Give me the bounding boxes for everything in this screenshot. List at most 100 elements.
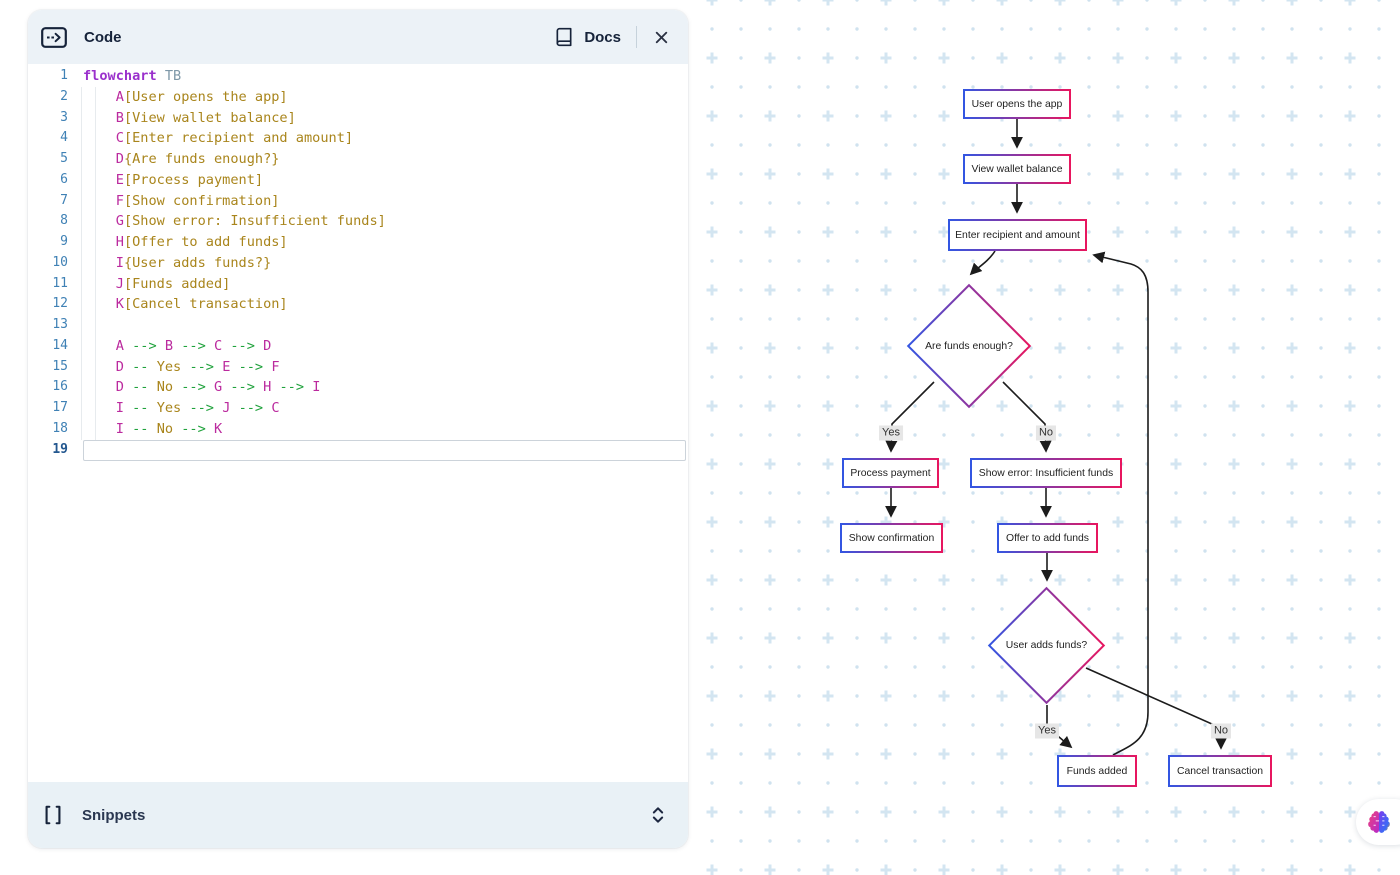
tab-code[interactable]: Code xyxy=(41,27,122,48)
code-text: I -- Yes --> J --> C xyxy=(83,398,688,419)
flow-node-J: Funds added xyxy=(1057,755,1137,787)
flow-node-K-label: Cancel transaction xyxy=(1170,757,1270,785)
tab-code-label: Code xyxy=(84,29,122,46)
editor-lines: 1flowchart TB2 A[User opens the app]3 B[… xyxy=(28,66,688,461)
line-number: 13 xyxy=(28,315,68,336)
code-text: F[Show confirmation] xyxy=(83,191,688,212)
code-text: D -- Yes --> E --> F xyxy=(83,357,688,378)
line-number: 18 xyxy=(28,419,68,440)
line-number: 1 xyxy=(28,66,68,87)
flow-node-B-label: View wallet balance xyxy=(965,156,1069,182)
line-number: 16 xyxy=(28,377,68,398)
code-text: I{User adds funds?} xyxy=(83,253,688,274)
flow-node-D-label: Are funds enough? xyxy=(925,302,1013,390)
code-line[interactable]: 12 K[Cancel transaction] xyxy=(28,294,688,315)
flow-node-A-label: User opens the app xyxy=(965,91,1069,117)
edge-label-D-G: No xyxy=(1036,426,1056,441)
close-icon xyxy=(652,28,671,47)
close-panel-button[interactable] xyxy=(652,28,671,47)
line-number: 14 xyxy=(28,336,68,357)
code-text: D -- No --> G --> H --> I xyxy=(83,377,688,398)
code-text: B[View wallet balance] xyxy=(83,108,688,129)
flow-node-F: Show confirmation xyxy=(840,523,943,553)
flow-node-G: Show error: Insufficient funds xyxy=(970,458,1122,488)
flow-node-I-label: User adds funds? xyxy=(1005,604,1088,687)
flow-node-C: Enter recipient and amount xyxy=(948,219,1087,251)
flow-node-E: Process payment xyxy=(842,458,939,488)
flow-node-G-label: Show error: Insufficient funds xyxy=(972,460,1120,486)
brackets-icon xyxy=(42,804,64,826)
line-number: 6 xyxy=(28,170,68,191)
line-number: 3 xyxy=(28,108,68,129)
line-number: 2 xyxy=(28,87,68,108)
code-line[interactable]: 17 I -- Yes --> J --> C xyxy=(28,398,688,419)
flow-node-H-label: Offer to add funds xyxy=(999,525,1096,551)
flow-node-A: User opens the app xyxy=(963,89,1071,119)
code-text: H[Offer to add funds] xyxy=(83,232,688,253)
line-number: 10 xyxy=(28,253,68,274)
chevrons-up-down-icon[interactable] xyxy=(648,803,668,827)
diagram-canvas[interactable]: User opens the app View wallet balance E… xyxy=(700,0,1400,875)
code-line[interactable]: 7 F[Show confirmation] xyxy=(28,191,688,212)
code-text: J[Funds added] xyxy=(83,274,688,295)
flow-node-K: Cancel transaction xyxy=(1168,755,1272,787)
line-number: 12 xyxy=(28,294,68,315)
flow-node-C-label: Enter recipient and amount xyxy=(950,221,1085,249)
code-line[interactable]: 15 D -- Yes --> E --> F xyxy=(28,357,688,378)
code-text: A[User opens the app] xyxy=(83,87,688,108)
flow-node-B: View wallet balance xyxy=(963,154,1071,184)
docs-button-label: Docs xyxy=(584,29,621,46)
flow-node-J-label: Funds added xyxy=(1059,757,1135,785)
line-number: 7 xyxy=(28,191,68,212)
snippets-bar[interactable]: Snippets xyxy=(28,782,688,848)
code-text: G[Show error: Insufficient funds] xyxy=(83,211,688,232)
code-line[interactable]: 2 A[User opens the app] xyxy=(28,87,688,108)
edge-label-D-E: Yes xyxy=(879,426,903,441)
code-line[interactable]: 11 J[Funds added] xyxy=(28,274,688,295)
line-number: 4 xyxy=(28,128,68,149)
code-text: E[Process payment] xyxy=(83,170,688,191)
code-line[interactable]: 19 xyxy=(28,440,688,461)
code-editor[interactable]: 1flowchart TB2 A[User opens the app]3 B[… xyxy=(28,64,688,782)
flow-node-H: Offer to add funds xyxy=(997,523,1098,553)
assistant-fab-button[interactable] xyxy=(1356,799,1400,845)
edge-label-I-J: Yes xyxy=(1035,724,1059,739)
brain-icon xyxy=(1366,809,1392,835)
line-number: 11 xyxy=(28,274,68,295)
code-text xyxy=(83,440,686,461)
line-number: 15 xyxy=(28,357,68,378)
edge-label-I-K: No xyxy=(1211,724,1231,739)
code-text: K[Cancel transaction] xyxy=(83,294,688,315)
code-line[interactable]: 18 I -- No --> K xyxy=(28,419,688,440)
flow-node-F-label: Show confirmation xyxy=(842,525,941,551)
code-line[interactable]: 9 H[Offer to add funds] xyxy=(28,232,688,253)
code-line[interactable]: 3 B[View wallet balance] xyxy=(28,108,688,129)
line-number: 9 xyxy=(28,232,68,253)
line-number: 5 xyxy=(28,149,68,170)
code-line[interactable]: 8 G[Show error: Insufficient funds] xyxy=(28,211,688,232)
code-line[interactable]: 6 E[Process payment] xyxy=(28,170,688,191)
code-text: flowchart TB xyxy=(83,66,688,87)
snippets-label: Snippets xyxy=(82,807,145,824)
panel-header: Code Docs xyxy=(28,10,688,64)
line-number: 17 xyxy=(28,398,68,419)
flow-node-E-label: Process payment xyxy=(844,460,937,486)
code-text xyxy=(83,315,688,336)
code-line[interactable]: 14 A --> B --> C --> D xyxy=(28,336,688,357)
code-line[interactable]: 5 D{Are funds enough?} xyxy=(28,149,688,170)
code-tab-icon xyxy=(41,27,67,48)
code-line[interactable]: 1 flowchart TB xyxy=(28,66,688,87)
code-text: D{Are funds enough?} xyxy=(83,149,688,170)
header-divider xyxy=(636,26,637,48)
docs-button[interactable]: Docs xyxy=(554,27,621,47)
line-number: 8 xyxy=(28,211,68,232)
code-panel: Code Docs xyxy=(28,10,688,848)
line-number: 19 xyxy=(28,440,68,461)
book-icon xyxy=(554,27,574,47)
code-text: C[Enter recipient and amount] xyxy=(83,128,688,149)
code-line[interactable]: 13 xyxy=(28,315,688,336)
code-line[interactable]: 4 C[Enter recipient and amount] xyxy=(28,128,688,149)
code-line[interactable]: 10 I{User adds funds?} xyxy=(28,253,688,274)
code-line[interactable]: 16 D -- No --> G --> H --> I xyxy=(28,377,688,398)
